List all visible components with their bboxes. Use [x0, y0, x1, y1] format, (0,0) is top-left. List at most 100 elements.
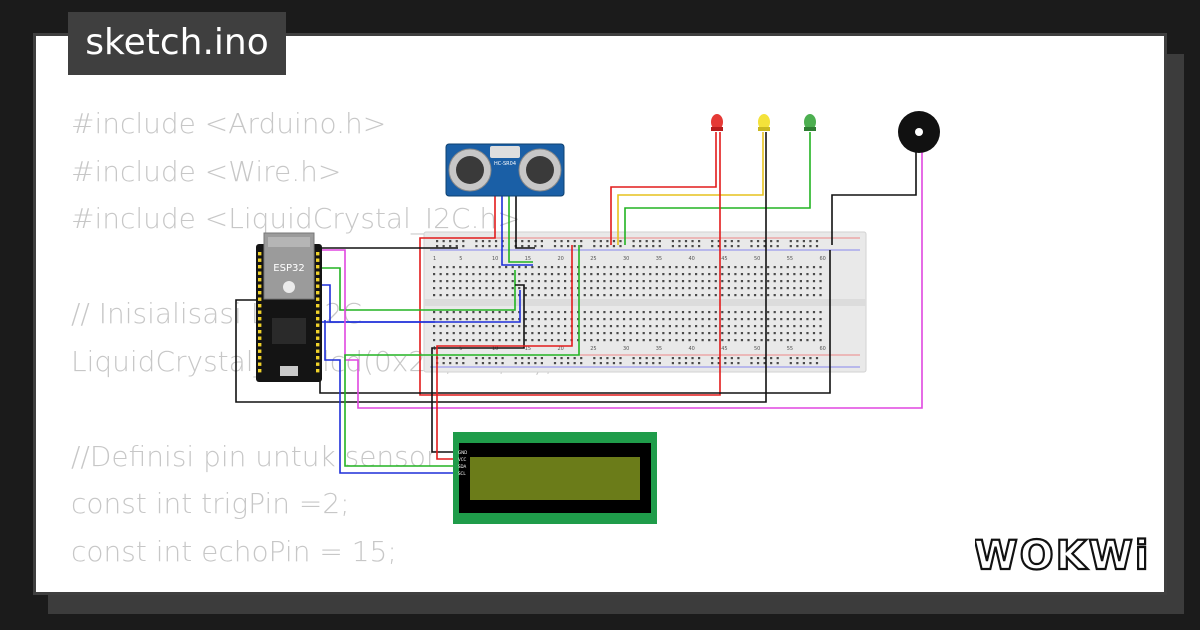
esp32-pin [258, 304, 262, 308]
breadboard-hole [688, 325, 691, 328]
esp32-pin [258, 252, 262, 256]
breadboard-hole [773, 318, 776, 321]
breadboard-hole [498, 273, 501, 276]
breadboard-hole [767, 332, 770, 335]
esp32-pin [316, 271, 320, 275]
breadboard-hole [498, 311, 501, 314]
breadboard-hole [537, 325, 540, 328]
breadboard-hole [505, 273, 508, 276]
breadboard-hole [596, 266, 599, 269]
breadboard-hole [776, 357, 779, 360]
breadboard-column-number: 1 [433, 346, 436, 352]
breadboard-hole [557, 273, 560, 276]
breadboard-hole [747, 266, 750, 269]
breadboard-hole [622, 339, 626, 342]
breadboard-hole [708, 294, 711, 297]
breadboard-hole [599, 240, 602, 243]
breadboard-hole [796, 245, 799, 248]
esp32-pin [316, 356, 320, 360]
breadboard-hole [691, 245, 694, 248]
breadboard-hole [799, 318, 802, 321]
breadboard-hole [812, 266, 816, 269]
breadboard-hole [649, 287, 652, 290]
breadboard-hole [531, 287, 534, 290]
breadboard-hole [540, 362, 543, 365]
breadboard-hole [767, 280, 770, 283]
breadboard-hole [734, 294, 737, 297]
esp32-pin [316, 323, 320, 327]
breadboard-hole [459, 266, 462, 269]
breadboard-hole [560, 357, 563, 360]
breadboard-hole [564, 311, 567, 314]
breadboard-hole [753, 266, 757, 269]
breadboard-hole [606, 362, 609, 365]
breadboard-hole [763, 240, 766, 243]
breadboard-hole [662, 332, 665, 335]
breadboard-hole [596, 280, 599, 283]
breadboard-hole [695, 273, 698, 276]
breadboard-hole [475, 245, 478, 248]
breadboard-hole [505, 325, 508, 328]
breadboard-hole [730, 362, 733, 365]
breadboard-hole [449, 362, 452, 365]
breadboard-hole [688, 318, 691, 321]
breadboard-hole [675, 339, 678, 342]
breadboard-hole [544, 311, 547, 314]
breadboard-hole [695, 325, 698, 328]
breadboard-hole [688, 287, 691, 290]
breadboard-hole [619, 357, 622, 360]
breadboard-hole [616, 325, 619, 328]
breadboard-hole [616, 318, 619, 321]
breadboard-hole [668, 339, 671, 342]
breadboard-column-number: 50 [754, 346, 760, 352]
breadboard-hole [629, 339, 632, 342]
wire-esp-black [235, 132, 767, 403]
wire-sensor-echo [508, 190, 533, 263]
breadboard-hole [544, 318, 547, 321]
breadboard-hole [658, 240, 661, 243]
breadboard-hole [806, 311, 809, 314]
breadboard-hole [668, 318, 671, 321]
breadboard-hole [455, 245, 458, 248]
breadboard-hole [639, 357, 642, 360]
breadboard-hole [583, 318, 586, 321]
breadboard-hole [485, 266, 488, 269]
breadboard-hole [708, 311, 711, 314]
breadboard-hole [815, 362, 819, 365]
breadboard-hole [557, 332, 560, 335]
breadboard-hole [740, 318, 744, 321]
breadboard-hole [812, 339, 816, 342]
breadboard-hole [773, 332, 776, 335]
breadboard-hole [642, 287, 645, 290]
breadboard-hole [642, 332, 645, 335]
breadboard-hole [442, 245, 445, 248]
breadboard-hole [819, 287, 822, 290]
wire-lcd-vcc [436, 245, 573, 460]
breadboard-hole [675, 332, 678, 335]
breadboard-hole [655, 339, 658, 342]
breadboard-hole [481, 245, 485, 248]
breadboard-hole [812, 273, 816, 276]
breadboard-hole [688, 266, 691, 269]
breadboard-hole [577, 311, 580, 314]
green-led [804, 114, 816, 131]
breadboard-hole [753, 273, 757, 276]
breadboard-hole [809, 362, 812, 365]
breadboard-hole [793, 294, 796, 297]
breadboard-hole [537, 332, 540, 335]
breadboard-hole [439, 339, 442, 342]
breadboard-hole [564, 266, 567, 269]
breadboard-hole [622, 273, 626, 276]
breadboard-hole [756, 245, 760, 248]
breadboard-hole [550, 287, 554, 290]
breadboard-column-number: 5 [459, 256, 462, 262]
breadboard-hole [671, 240, 674, 243]
breadboard-hole [819, 325, 822, 328]
breadboard-hole [691, 362, 694, 365]
breadboard-hole [622, 294, 626, 297]
wire-yellow-led [617, 132, 764, 245]
breadboard-hole [599, 245, 602, 248]
ultrasonic-sensor: HC-SR04 [445, 143, 565, 197]
breadboard-hole [557, 287, 560, 290]
breadboard-hole [446, 318, 449, 321]
